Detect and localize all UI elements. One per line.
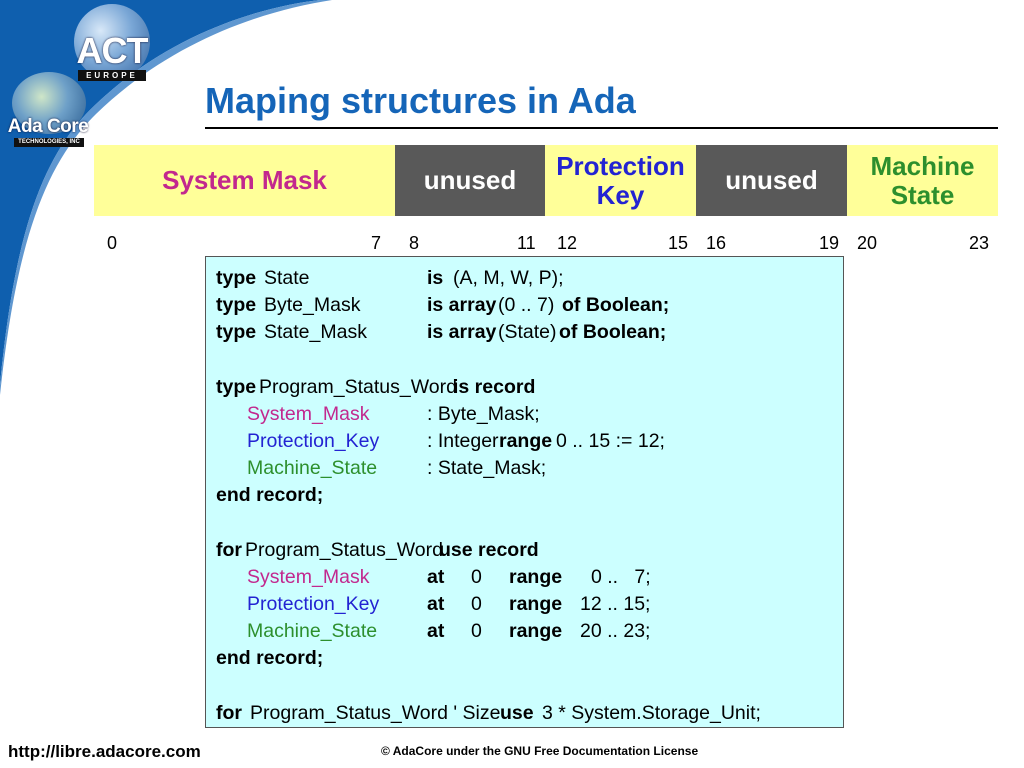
field-label: Machine [870, 150, 975, 181]
code-keyword: is array [427, 321, 497, 343]
code-keyword: range [509, 620, 563, 642]
code-field-protection-key: Protection_Key [247, 430, 380, 452]
act-logo-text: ACT [76, 30, 149, 71]
code-keyword: for [216, 539, 242, 561]
field-label: unused [725, 165, 818, 195]
bit-number: 19 [819, 233, 840, 253]
code-keyword: at [427, 566, 445, 588]
code-keyword: range [509, 593, 563, 615]
adacore-logo-subtext: TECHNOLOGIES, INC [14, 138, 84, 147]
code-text: 3 * System.Storage_Unit; [542, 702, 761, 724]
code-keyword: range [499, 430, 553, 452]
adacore-logo: Ada Core TECHNOLOGIES, INC [2, 72, 94, 150]
code-text: 0 .. 7; [591, 566, 651, 588]
code-text: : State_Mask; [427, 457, 547, 479]
bit-number: 12 [557, 233, 578, 253]
bit-number: 7 [371, 233, 382, 253]
code-keyword: is array [427, 294, 497, 316]
code-text: : Byte_Mask; [427, 403, 540, 425]
code-keyword: of Boolean; [559, 321, 667, 343]
code-keyword: at [427, 620, 445, 642]
code-keyword: end record; [216, 484, 324, 506]
field-label: State [890, 179, 955, 210]
code-text: 0 .. 15 := 12; [556, 430, 665, 452]
code-box: type State is (A, M, W, P); type Byte_Ma… [205, 256, 844, 728]
field-system-mask: System Mask [94, 145, 395, 216]
field-label: System Mask [162, 165, 327, 195]
adacore-logo-text: Ada Core [7, 116, 89, 137]
footer-url: http://libre.adacore.com [8, 742, 201, 761]
code-identifier: State [264, 267, 310, 289]
code-keyword: use [500, 702, 534, 724]
code-keyword: is [427, 267, 444, 289]
code-keyword: at [427, 593, 445, 615]
code-keyword: type [216, 267, 257, 289]
code-text: 0 [471, 566, 482, 588]
code-text: (A, M, W, P); [453, 267, 564, 289]
code-text: (State) [498, 321, 557, 343]
globe-icon [12, 72, 86, 134]
code-keyword: type [216, 376, 257, 398]
code-field-protection-key: Protection_Key [247, 593, 380, 615]
field-unused-2: unused [696, 145, 847, 216]
footer-license: © AdaCore under the GNU Free Documentati… [381, 744, 699, 758]
code-keyword: use record [439, 539, 539, 561]
field-label: unused [423, 165, 517, 195]
bit-number: 8 [409, 233, 420, 253]
code-identifier: Program_Status_Word [245, 539, 443, 561]
field-unused-1: unused [395, 145, 545, 216]
code-keyword: of Boolean; [562, 294, 670, 316]
field-label: Key [596, 179, 645, 210]
globe-icon [74, 4, 150, 80]
code-keyword: for [216, 702, 242, 724]
code-text: : Integer [427, 430, 499, 452]
bit-number: 16 [706, 233, 727, 253]
code-keyword: type [216, 321, 257, 343]
code-text: 12 .. 15; [580, 593, 651, 615]
bit-number: 15 [668, 233, 689, 253]
bit-number: 23 [969, 233, 990, 253]
code-field-system-mask: System_Mask [247, 403, 370, 425]
code-keyword: is record [453, 376, 536, 398]
code-field-system-mask: System_Mask [247, 566, 370, 588]
code-identifier: Program_Status_Word [259, 376, 457, 398]
code-field-machine-state: Machine_State [247, 457, 378, 479]
slide-title: Maping structures in Ada [205, 80, 636, 121]
code-keyword: range [509, 566, 563, 588]
bit-number: 0 [107, 233, 118, 253]
code-text: 0 [471, 620, 482, 642]
bit-number: 20 [857, 233, 878, 253]
act-logo-subtext: EUROPE [78, 70, 146, 81]
act-europe-logo: ACT EUROPE [70, 4, 154, 81]
code-field-machine-state: Machine_State [247, 620, 378, 642]
code-text: 20 .. 23; [580, 620, 651, 642]
code-identifier: Program_Status_Word ' Size [250, 702, 501, 724]
field-protection-key: Protection Key [545, 145, 696, 216]
code-keyword: type [216, 294, 257, 316]
code-text: (0 .. 7) [498, 294, 555, 316]
bit-number: 11 [517, 233, 536, 253]
code-identifier: State_Mask [264, 321, 367, 343]
code-keyword: end record; [216, 647, 324, 669]
field-label: Protection [556, 150, 685, 181]
field-machine-state: Machine State [847, 145, 998, 216]
code-identifier: Byte_Mask [264, 294, 361, 316]
title-divider [205, 127, 998, 129]
code-text: 0 [471, 593, 482, 615]
